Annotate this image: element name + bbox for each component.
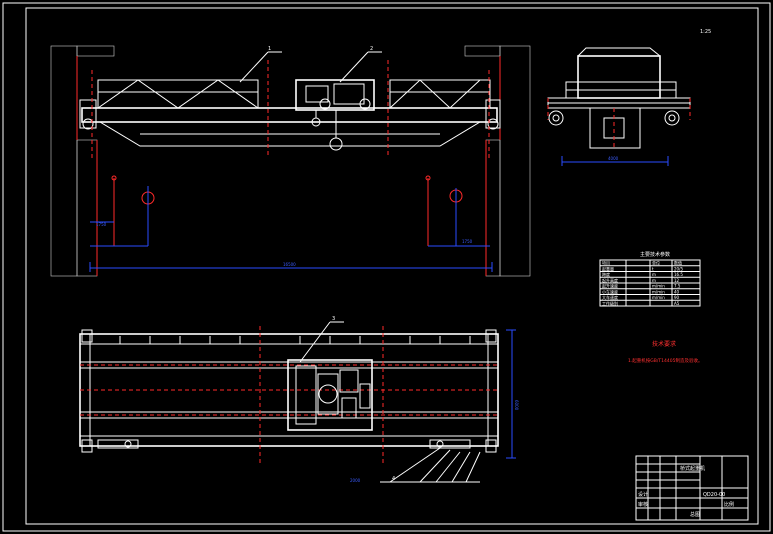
railing-left	[97, 79, 259, 109]
svg-text:1750: 1750	[96, 222, 107, 227]
param-cell: 起重量	[602, 265, 614, 271]
param-cell: 起升速度	[602, 283, 618, 289]
param-cell: A5	[674, 301, 680, 306]
param-cell: 16.5	[674, 272, 683, 277]
param-cell: 20/5	[674, 266, 683, 271]
tech-notes-line-1: 1.起重机按GB/T14405制造及验收。	[628, 357, 702, 364]
plan-view: 6000 3 4 2000	[79, 316, 519, 483]
svg-text:主要技术参数: 主要技术参数	[640, 251, 670, 258]
param-header-cell: 单位	[652, 260, 660, 266]
svg-text:16500: 16500	[283, 262, 296, 267]
right-column	[485, 139, 501, 277]
svg-text:比例: 比例	[724, 501, 734, 508]
param-cell: 工作级别	[602, 300, 618, 306]
left-column	[76, 139, 98, 277]
svg-text:设计: 设计	[638, 491, 648, 498]
side-trolley-body	[577, 55, 661, 99]
svg-text:1: 1	[268, 46, 271, 52]
param-cell: m/min	[652, 295, 665, 300]
param-cell: m/min	[652, 289, 665, 294]
svg-text:审核: 审核	[638, 501, 648, 508]
aux-hook	[311, 117, 321, 127]
svg-text:2: 2	[370, 46, 373, 52]
svg-text:6000: 6000	[514, 400, 519, 411]
param-cell: 40	[674, 289, 680, 294]
trolley	[295, 79, 375, 111]
title-block-drawing-no: QD20-00	[703, 492, 725, 498]
right-wall-hatch	[499, 45, 531, 277]
svg-text:2000: 2000	[350, 478, 361, 483]
svg-text:3: 3	[332, 316, 335, 322]
param-header-cell: 项目	[602, 260, 610, 266]
tech-notes-title: 技术要求	[652, 340, 676, 348]
param-cell: 大车速度	[602, 294, 618, 300]
right-wall-top	[464, 45, 501, 57]
left-wall-hatch	[50, 45, 78, 277]
scale-note: 1:25	[700, 29, 711, 35]
technical-notes: 技术要求 1.起重机按GB/T14405制造及验收。	[628, 340, 702, 364]
svg-text:4: 4	[392, 476, 395, 482]
param-cell: 12	[674, 278, 680, 283]
railing-right	[389, 79, 491, 109]
main-hook	[329, 137, 343, 151]
param-cell: m	[652, 278, 656, 283]
param-cell: 起升高度	[602, 277, 618, 283]
front-elevation-view: 1 2 1750 1750 16500	[50, 45, 531, 277]
param-cell: m	[652, 272, 656, 277]
trolley-plan	[287, 359, 373, 431]
param-header-cell: 数值	[674, 260, 682, 266]
title-block-sheet: 总图	[690, 511, 700, 518]
param-cell: m/min	[652, 284, 665, 289]
svg-text:4000: 4000	[608, 156, 619, 161]
title-block: 桥式起重机 QD20-00 设计 审核 比例 总图	[635, 455, 749, 521]
main-girder	[81, 107, 498, 123]
inner-border	[25, 7, 759, 525]
param-cell: 小车速度	[602, 288, 618, 294]
left-wall-top	[76, 45, 115, 57]
end-truck-right	[485, 99, 501, 129]
param-cell: 90	[674, 295, 680, 300]
param-cell: t	[652, 266, 654, 271]
param-cell: 跨度	[602, 271, 610, 277]
title-block-name: 桥式起重机	[680, 465, 705, 472]
end-truck-left	[79, 99, 97, 129]
param-cell: 7.5	[674, 284, 681, 289]
svg-text:1750: 1750	[462, 239, 473, 244]
side-elevation-view: 1:25 4000	[547, 29, 711, 166]
